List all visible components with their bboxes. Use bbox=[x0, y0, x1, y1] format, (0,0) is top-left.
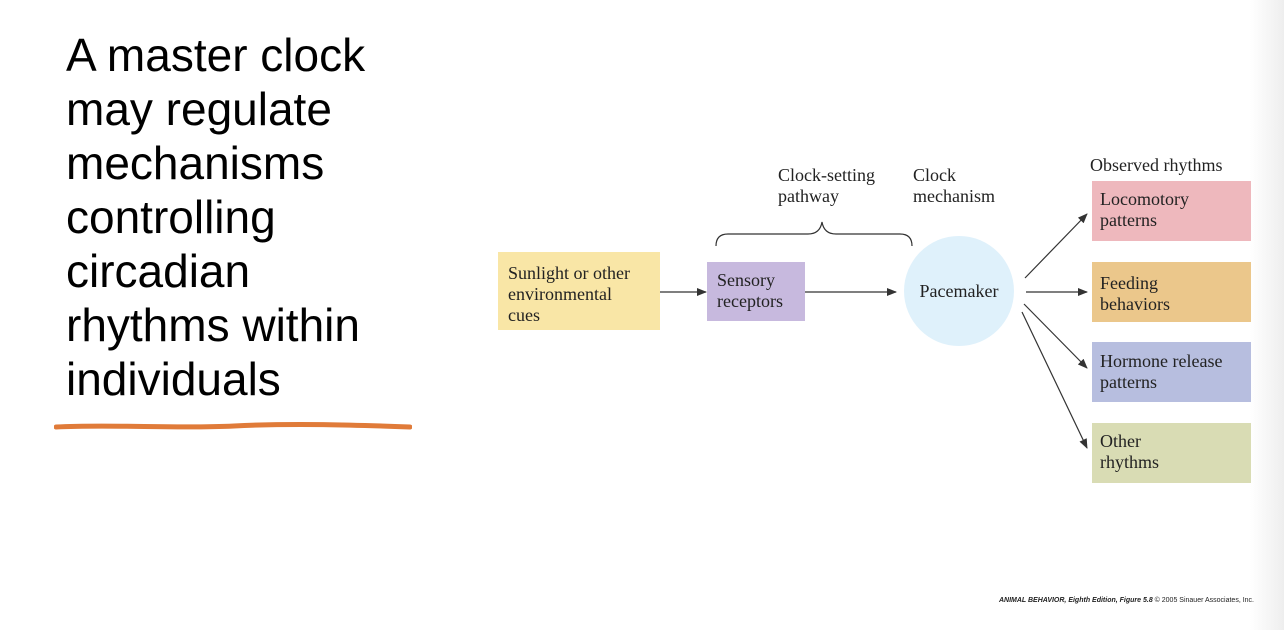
sensory-receptors-box: Sensory receptors bbox=[707, 262, 805, 321]
output-feeding-box: Feeding behaviors bbox=[1092, 262, 1251, 322]
arrow-to-hormone bbox=[1023, 303, 1088, 369]
credit-book: ANIMAL BEHAVIOR, Eighth Edition, Figure … bbox=[998, 597, 1153, 604]
svg-text:Sensory receptors: Sensory receptors bbox=[717, 270, 783, 311]
clock-setting-header: Clock-setting pathway bbox=[778, 165, 880, 206]
svg-text:Sunlight or other enviro: Sunlight or other environmental cues bbox=[508, 263, 635, 325]
clock-mechanism-header: Clock mechanism bbox=[913, 165, 995, 206]
slide-edge-shade bbox=[1250, 0, 1284, 630]
clock-setting-brace bbox=[715, 221, 913, 247]
figure-credit: ANIMAL BEHAVIOR, Eighth Edition, Figure … bbox=[999, 597, 1254, 604]
slide-title: A master clock may regulate mechanisms c… bbox=[66, 29, 366, 405]
svg-text:Hormone release patterns: Hormone release patterns bbox=[1100, 351, 1227, 392]
arrow-to-locomotory bbox=[1024, 213, 1088, 279]
credit-copyright: © 2005 Sinauer Associates, Inc. bbox=[1154, 597, 1254, 604]
arrow-to-other bbox=[1021, 311, 1088, 449]
title-underline bbox=[54, 421, 412, 430]
environmental-cues-box: Sunlight or other environmental cues bbox=[498, 252, 660, 330]
svg-text:Pacemaker: Pacemaker bbox=[920, 281, 999, 301]
svg-text:Other rhythms: Other rhythms bbox=[1100, 431, 1159, 472]
observed-rhythms-header: Observed rhythms bbox=[1090, 155, 1222, 175]
output-hormone-box: Hormone release patterns bbox=[1092, 342, 1251, 402]
output-locomotory-box: Locomotory patterns bbox=[1092, 181, 1251, 241]
svg-text:Locomotory patterns: Locomotory patterns bbox=[1100, 189, 1193, 230]
pacemaker-node: Pacemaker bbox=[904, 236, 1014, 346]
output-other-box: Other rhythms bbox=[1092, 423, 1251, 483]
svg-text:Feeding behaviors: Feeding behaviors bbox=[1100, 273, 1170, 314]
